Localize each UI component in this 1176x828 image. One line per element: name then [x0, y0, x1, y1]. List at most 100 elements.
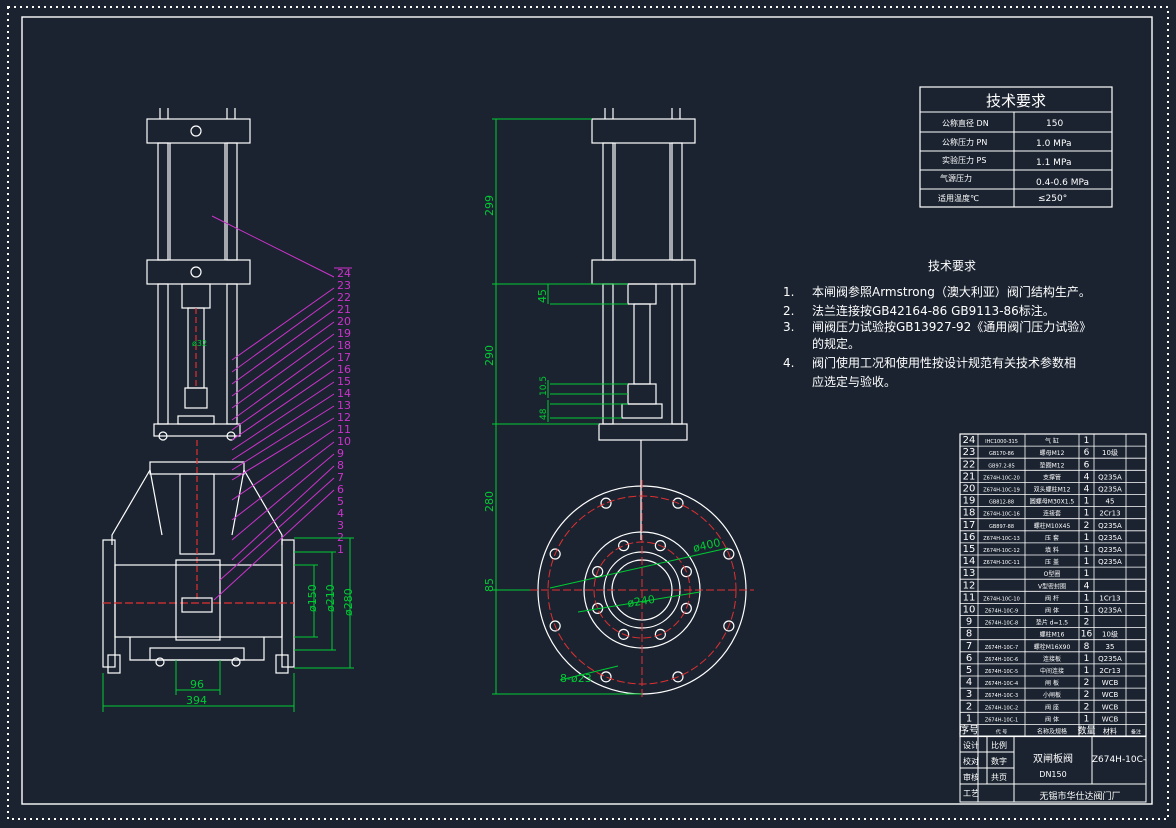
bom-cell-code: GB812-88	[989, 500, 1014, 506]
bom-cell-no: 14	[963, 556, 976, 567]
bom-cell-mat: 2Cr13	[1099, 667, 1120, 675]
sheet-edge-marks	[7, 6, 1169, 820]
bom-cell-no: 23	[963, 447, 976, 458]
bom-cell-name: 螺柱M10X45	[1034, 522, 1071, 530]
balloon-number: 3	[337, 519, 344, 532]
dim-holes: 8-ø23	[560, 672, 592, 685]
balloon-number: 8	[337, 459, 344, 472]
bom-cell-mat: WCB	[1102, 703, 1119, 711]
bom-cell-qty: 1	[1084, 606, 1090, 616]
bom-cell-no: 13	[963, 568, 976, 579]
flange-bolt-holes	[549, 497, 735, 683]
note-number: 2.	[783, 304, 794, 318]
bom-cell-qty: 6	[1084, 460, 1090, 470]
bom-cell-no: 19	[963, 496, 976, 507]
bom-cell-code: Z674H-10C-10	[983, 596, 1020, 602]
bom-cell-no: 3	[966, 689, 972, 700]
bom-cell-no: 22	[963, 459, 976, 470]
bom-header-mat: 材料	[1103, 727, 1117, 736]
outer-bolt-hole	[549, 548, 561, 560]
balloon-number: 20	[337, 315, 351, 328]
bom-cell-no: 16	[963, 532, 976, 543]
bom-cell-code: GB897-88	[989, 524, 1014, 530]
tech-row-value: 1.1 MPa	[1036, 158, 1071, 168]
dim-d400: ø400	[692, 536, 722, 555]
technical-notes: 技术要求 1. 本闸阀参照Armstrong（澳大利亚）阀门结构生产。 2. 法…	[783, 259, 1091, 389]
bom-header-note: 备注	[1131, 729, 1141, 736]
bom-cell-mat: 35	[1106, 643, 1115, 651]
bom-cell-name: 垫圈M12	[1040, 461, 1065, 469]
bom-cell-code: Z674H-10C-19	[983, 488, 1020, 494]
balloon-number: 23	[337, 279, 351, 292]
right-centerlines	[530, 480, 754, 700]
bom-cell-mat: Q235A	[1098, 655, 1122, 663]
bom-cell-mat: Q235A	[1098, 607, 1122, 615]
dim-d32: ø32	[192, 339, 207, 348]
bom-cell-no: 7	[966, 641, 972, 652]
inner-bolt-hole	[654, 628, 666, 640]
bom-cell-mat: Q235A	[1098, 558, 1122, 566]
bom-cell-qty: 6	[1084, 448, 1090, 458]
bom-cell-no: 24	[963, 435, 976, 446]
bom-cell-qty: 16	[1081, 630, 1093, 640]
bom-cell-name: 螺母M12	[1040, 449, 1065, 457]
dim-h48: 48	[539, 408, 549, 420]
dim-d150: ø150	[306, 584, 319, 612]
balloon-leaders	[211, 215, 352, 601]
note-number: 1.	[783, 285, 794, 299]
bom-cell-code: GB97.2-85	[988, 463, 1015, 469]
bom-cell-code: Z674H-10C-13	[983, 536, 1020, 542]
bom-cell-code: Z674H-10C-11	[983, 560, 1020, 566]
bom-cell-code: Z674H-10C-8	[985, 621, 1018, 627]
tech-row-value: 0.4-0.6 MPa	[1036, 178, 1089, 188]
bom-cell-qty: 1	[1084, 497, 1090, 507]
bom-cell-mat: WCB	[1102, 679, 1119, 687]
balloon-number: 11	[337, 423, 351, 436]
bom-header-code: 代 号	[996, 729, 1008, 736]
tech-row-label: 适用温度℃	[938, 193, 979, 203]
bom-cell-no: 17	[963, 520, 976, 531]
dim-h45: 45	[536, 289, 549, 303]
note-line: 闸阀压力试验按GB13927-92《通用阀门压力试验》	[812, 319, 1091, 334]
bom-cell-no: 2	[966, 701, 972, 712]
tb-role: 设计	[963, 740, 979, 750]
balloon-number: 19	[337, 327, 351, 340]
balloon-number: 9	[337, 447, 344, 460]
bom-cell-name: V型密封圈	[1038, 582, 1066, 590]
bom-cell-name: 阀 杆	[1045, 594, 1059, 602]
bom-cell-no: 18	[963, 508, 976, 519]
bom-cell-code: Z674H-10C-7	[985, 645, 1018, 651]
bom-cell-name: O型圈	[1044, 570, 1061, 578]
bom-cell-no: 4	[966, 677, 972, 688]
title-block	[959, 735, 1147, 803]
bom-cell-qty: 2	[1084, 690, 1090, 700]
balloon-number: 12	[337, 411, 351, 424]
bom-cell-name: 中间连接	[1040, 667, 1064, 675]
balloon-number: 4	[337, 507, 344, 520]
bom-cell-name: 压 盖	[1045, 558, 1059, 566]
note-line: 阀门使用工况和使用性按设计规范有关技术参数相	[812, 355, 1076, 370]
bom-cell-qty: 2	[1084, 618, 1090, 628]
bom-cell-name: 阀 体	[1045, 607, 1059, 615]
outer-bolt-hole	[600, 671, 612, 683]
tb-drawing-no: Z674H-10C-	[1092, 755, 1146, 765]
tb-field: 共页	[991, 773, 1007, 782]
bom-cell-code: GB170-86	[989, 451, 1014, 457]
bom-cell-code: Z674H-10C-6	[985, 657, 1018, 663]
note-line: 法兰连接按GB42164-86 GB9113-86标注。	[812, 303, 1055, 318]
tech-row-value: ≤250°	[1038, 194, 1067, 204]
dim-d280: ø280	[342, 588, 355, 616]
bom-cell-qty: 1	[1084, 593, 1090, 603]
bom-cell-mat: 10级	[1102, 448, 1118, 457]
balloon-number: 21	[337, 303, 351, 316]
bom-cell-no: 6	[966, 653, 972, 664]
outer-bolt-hole	[672, 497, 684, 509]
inner-bolt-hole	[654, 540, 666, 552]
balloon-number: 14	[337, 387, 351, 400]
bom-cell-no: 5	[966, 665, 972, 676]
bom-cell-name: 气 缸	[1045, 437, 1059, 445]
bom-cell-no: 21	[963, 471, 976, 482]
bom-cell-no: 8	[966, 629, 972, 640]
tb-role: 校对	[963, 756, 979, 766]
